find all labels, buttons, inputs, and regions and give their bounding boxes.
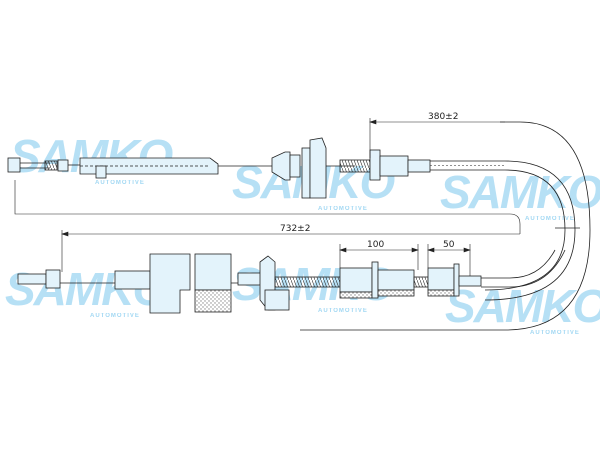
dimension-lines xyxy=(14,118,521,276)
upper-end-thread xyxy=(44,160,58,171)
svg-text:AUTOMOTIVE: AUTOMOTIVE xyxy=(90,313,140,319)
lower-thread xyxy=(274,276,341,288)
dim-end-label: 50 xyxy=(443,240,455,250)
lower-rubber-insert xyxy=(194,289,232,313)
bend-guide-line xyxy=(300,121,591,331)
lower-block-right xyxy=(194,253,232,291)
upper-adjuster-plate xyxy=(301,147,311,199)
upper-bracket xyxy=(369,149,381,181)
upper-cable-assembly xyxy=(7,137,505,199)
upper-stop xyxy=(271,151,291,181)
lower-end-rod xyxy=(17,273,47,285)
lower-block-left xyxy=(149,253,191,314)
lower-housing xyxy=(114,270,151,290)
svg-text:AUTOMOTIVE: AUTOMOTIVE xyxy=(318,206,368,212)
bend-inner xyxy=(484,169,566,291)
bend-outer xyxy=(484,160,576,301)
upper-end-nut xyxy=(57,159,69,172)
upper-boot xyxy=(79,157,219,175)
svg-text:AUTOMOTIVE: AUTOMOTIVE xyxy=(525,216,575,222)
upper-end-eye xyxy=(7,157,21,173)
lower-cable-assembly xyxy=(17,249,566,314)
watermark-logo: SAMKO AUTOMOTIVE xyxy=(440,166,600,222)
lower-end-nut xyxy=(45,269,61,289)
lower-sleeve xyxy=(339,267,373,293)
svg-text:SAMKO: SAMKO xyxy=(440,166,600,218)
upper-thread xyxy=(339,159,371,173)
dim-total-label: 732±2 xyxy=(280,224,310,234)
dim-sleeve-label: 100 xyxy=(367,240,384,250)
svg-text:SAMKO: SAMKO xyxy=(445,280,600,332)
dim-bend-label: 380±2 xyxy=(428,112,458,122)
svg-text:AUTOMOTIVE: AUTOMOTIVE xyxy=(95,180,145,186)
cable-bend xyxy=(300,121,591,331)
lower-end-sleeve xyxy=(427,267,455,291)
svg-text:AUTOMOTIVE: AUTOMOTIVE xyxy=(530,330,580,336)
watermark-logo: SAMKO AUTOMOTIVE xyxy=(445,280,600,336)
svg-text:AUTOMOTIVE: AUTOMOTIVE xyxy=(318,308,368,314)
